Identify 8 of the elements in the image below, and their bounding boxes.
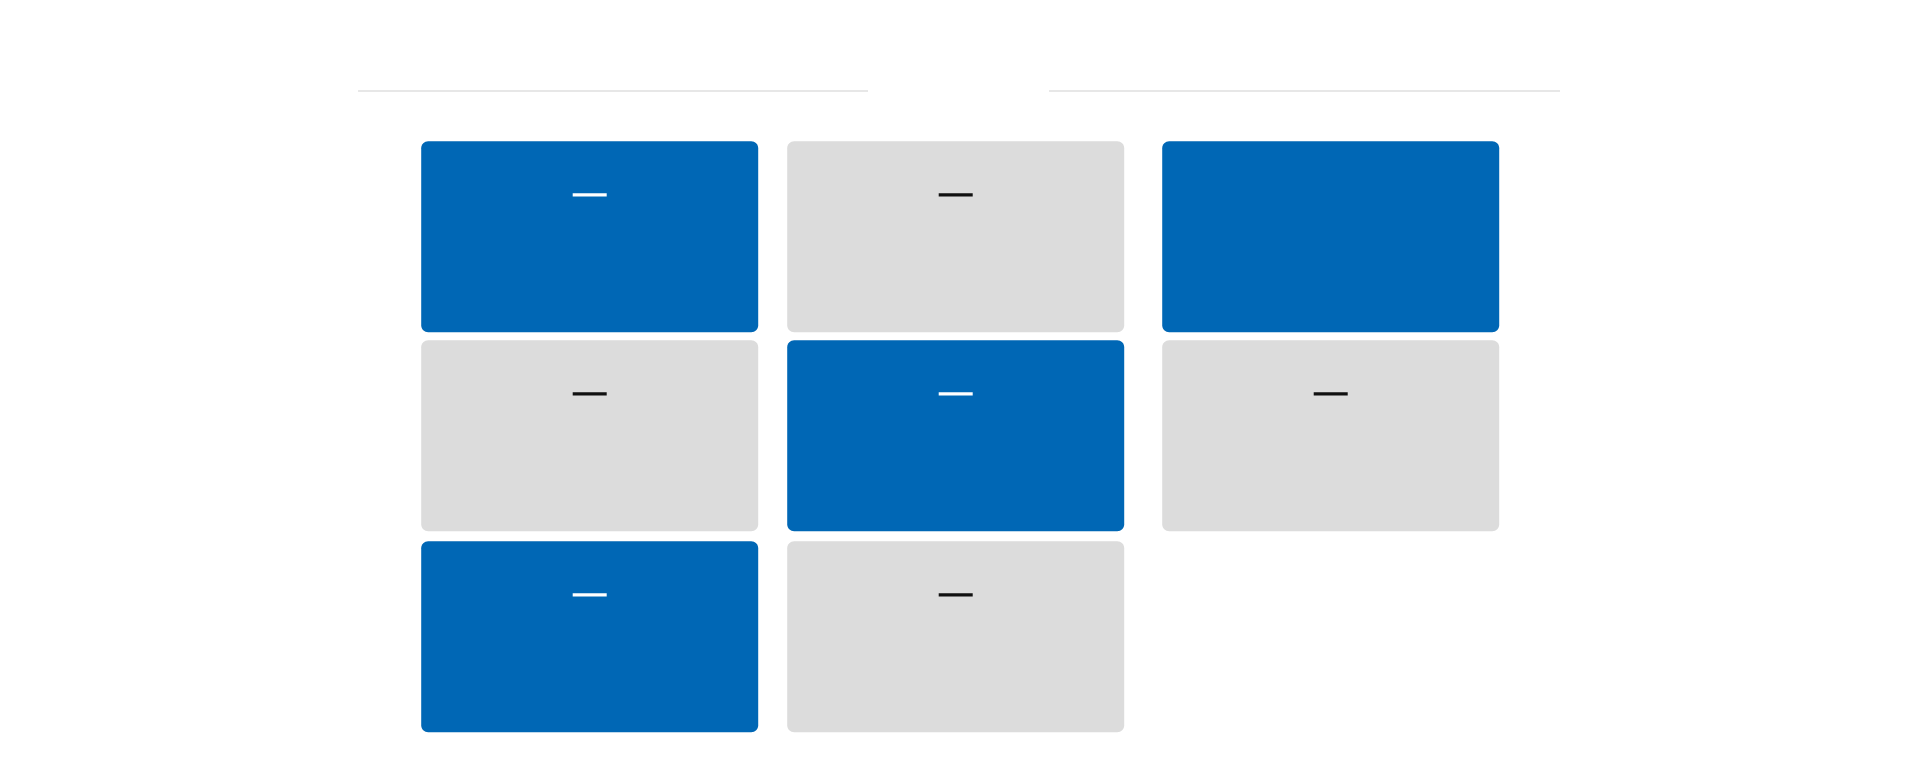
text-card: —: [421, 141, 759, 333]
text-card: —: [421, 340, 759, 532]
text-card: —: [787, 340, 1125, 532]
blank-card: [1162, 141, 1500, 333]
text-card: —: [421, 541, 759, 733]
text-card: —: [787, 141, 1125, 333]
text-card: —: [787, 541, 1125, 733]
text-card: —: [1162, 340, 1500, 532]
